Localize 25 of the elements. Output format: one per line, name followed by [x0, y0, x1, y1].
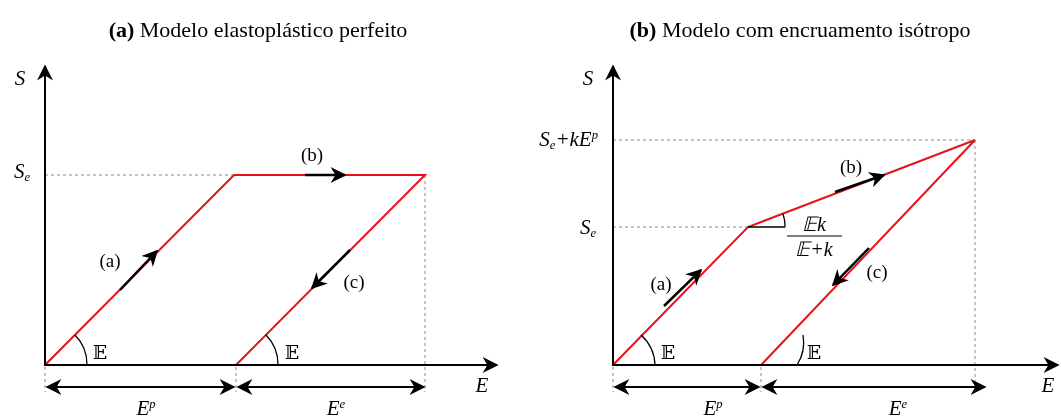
panel-title: (a) Modelo elastoplástico perfeito: [108, 19, 408, 41]
segment-label: (c): [866, 261, 888, 281]
fraction-numerator: 𝔼k: [802, 214, 826, 234]
panel-title: (b) Modelo com encruamento isótropo: [629, 19, 971, 41]
tick-label: S$_{e}$: [13, 160, 31, 184]
dimension-label: E$^{p}$: [136, 397, 156, 417]
slope-label: 𝔼: [806, 342, 822, 362]
axis-label: E: [475, 374, 489, 396]
axis-label: S: [582, 67, 594, 89]
slope-label: 𝔼: [284, 342, 300, 362]
axis-label: S: [14, 67, 26, 89]
dimension-label: E$^{e}$: [326, 397, 346, 417]
tick-label: S$_{e}$+kE$^{p}$: [539, 128, 598, 152]
segment-label: (a): [650, 273, 672, 293]
segment-label: (b): [300, 144, 324, 164]
dimension-label: E$^{p}$: [703, 397, 723, 417]
segment-label: (c): [343, 271, 365, 291]
segment-label: (b): [839, 156, 863, 176]
fraction-denominator: 𝔼+k: [795, 239, 833, 259]
dimension-label: E$^{e}$: [888, 397, 908, 417]
slope-label: 𝔼: [92, 342, 108, 362]
axis-label: E: [1041, 374, 1055, 396]
slope-label: 𝔼: [660, 342, 676, 362]
segment-label: (a): [99, 250, 121, 270]
tick-label: S$_{e}$: [579, 216, 597, 240]
